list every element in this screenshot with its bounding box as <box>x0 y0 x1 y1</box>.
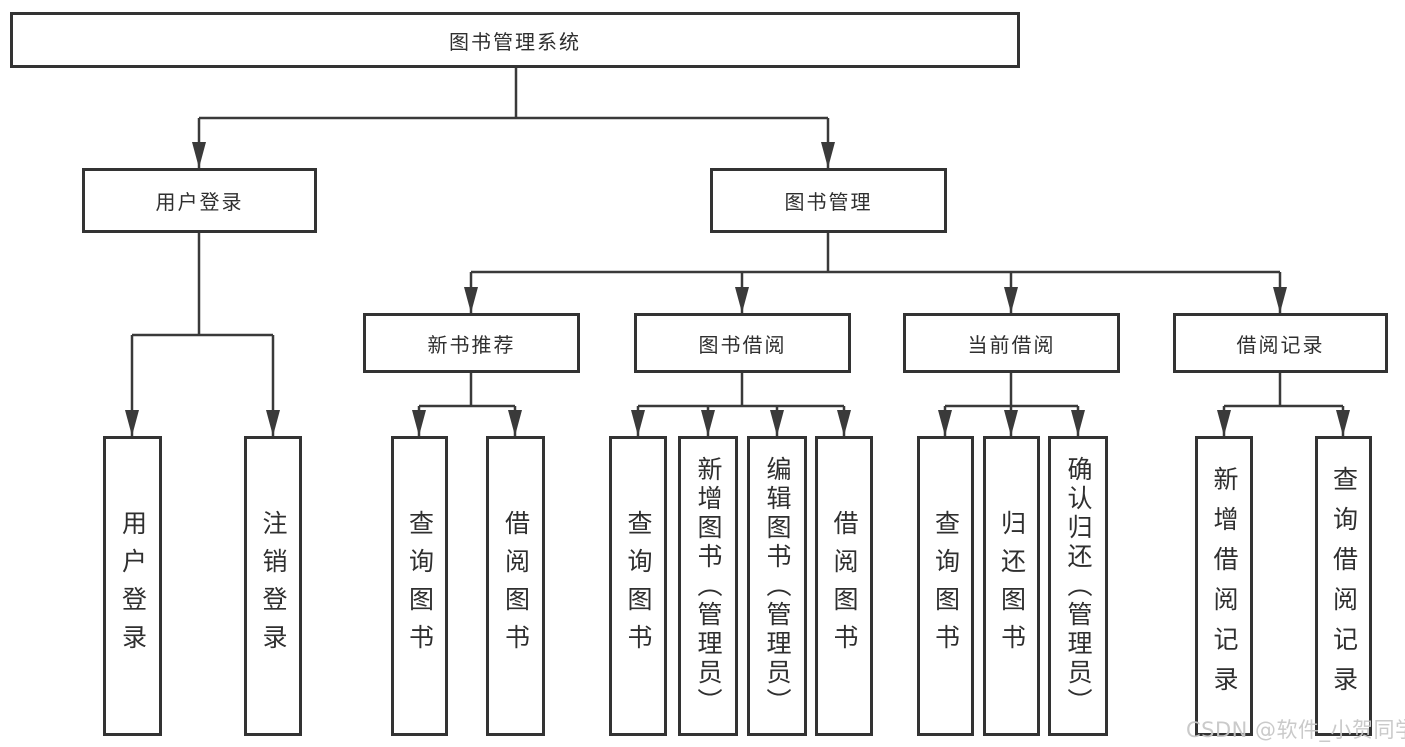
connector-book-management-children <box>464 233 1287 313</box>
leaf-add-borrow-record: 新增借阅记录 <box>1195 436 1253 736</box>
leaf-edit-book-admin-label: 编辑图书（管理员） <box>763 455 792 717</box>
connector-user-login-children <box>125 233 280 436</box>
node-current-borrowing: 当前借阅 <box>903 313 1120 373</box>
node-user-login: 用户登录 <box>82 168 317 233</box>
node-borrowing-records: 借阅记录 <box>1173 313 1388 373</box>
leaf-logout-label: 注销登录 <box>259 510 288 662</box>
leaf-query-books-recommend-label: 查询图书 <box>405 510 435 662</box>
leaf-edit-book-admin: 编辑图书（管理员） <box>747 436 807 736</box>
leaf-query-books-borrowing-label: 查询图书 <box>624 510 653 662</box>
leaf-user-login: 用户登录 <box>103 436 162 736</box>
connector-book-borrowing-children <box>631 373 851 436</box>
leaf-query-books-borrowing: 查询图书 <box>609 436 667 736</box>
node-book-borrowing: 图书借阅 <box>634 313 851 373</box>
node-new-book-recommend-label: 新书推荐 <box>427 332 516 357</box>
connector-root-to-level2 <box>192 68 835 168</box>
leaf-return-books-label: 归还图书 <box>997 510 1027 662</box>
leaf-borrow-books-recommend: 借阅图书 <box>486 436 545 736</box>
leaf-add-book-admin: 新增图书（管理员） <box>678 436 738 736</box>
node-root-label: 图书管理系统 <box>449 29 581 54</box>
leaf-query-books-recommend: 查询图书 <box>391 436 448 736</box>
node-current-borrowing-label: 当前借阅 <box>967 332 1056 357</box>
node-book-management: 图书管理 <box>710 168 947 233</box>
leaf-borrow-books-borrowing: 借阅图书 <box>815 436 873 736</box>
leaf-add-book-admin-label: 新增图书（管理员） <box>694 455 723 717</box>
leaf-query-books-current: 查询图书 <box>917 436 974 736</box>
leaf-query-borrow-record-label: 查询借阅记录 <box>1329 466 1359 706</box>
leaf-borrow-books-recommend-label: 借阅图书 <box>501 510 531 662</box>
leaf-query-borrow-record: 查询借阅记录 <box>1315 436 1372 736</box>
connector-current-borrowing-children <box>938 373 1085 436</box>
leaf-query-books-current-label: 查询图书 <box>931 510 961 662</box>
leaf-user-login-label: 用户登录 <box>118 510 148 662</box>
leaf-logout: 注销登录 <box>244 436 302 736</box>
leaf-add-borrow-record-label: 新增借阅记录 <box>1210 466 1239 706</box>
leaf-confirm-return-admin-label: 确认归还（管理员） <box>1064 455 1093 717</box>
connector-new-book-children <box>412 373 522 436</box>
node-new-book-recommend: 新书推荐 <box>363 313 580 373</box>
connector-borrowing-records-children <box>1217 373 1350 436</box>
leaf-return-books: 归还图书 <box>983 436 1040 736</box>
node-user-login-label: 用户登录 <box>155 190 244 214</box>
node-borrowing-records-label: 借阅记录 <box>1236 332 1325 357</box>
leaf-borrow-books-borrowing-label: 借阅图书 <box>830 510 859 662</box>
csdn-watermark: CSDN @软件_小贺同学 <box>1186 718 1405 742</box>
node-book-management-label: 图书管理 <box>784 190 873 214</box>
node-book-borrowing-label: 图书借阅 <box>698 332 787 357</box>
node-root: 图书管理系统 <box>10 12 1020 68</box>
leaf-confirm-return-admin: 确认归还（管理员） <box>1048 436 1108 736</box>
